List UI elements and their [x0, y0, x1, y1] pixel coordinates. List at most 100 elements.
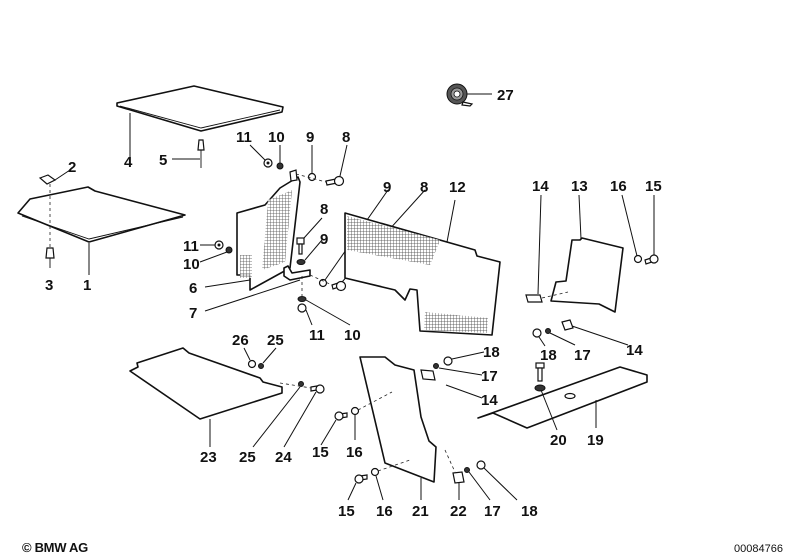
leader-15-center-lower [347, 482, 357, 501]
part-17-lock-washer-lower[interactable] [464, 467, 470, 473]
part-20-bolt-with-washer[interactable] [534, 362, 546, 392]
label-18-lower: 18 [521, 503, 538, 520]
leader-15-center-upper [320, 419, 337, 446]
leader-10-left [199, 251, 228, 263]
part-4-top-cover-panel[interactable] [116, 85, 284, 132]
part-10-lock-washer-left[interactable] [225, 246, 233, 254]
label-16-center-lower: 16 [376, 503, 393, 520]
part-15-screw-center-upper[interactable] [334, 411, 348, 421]
part-9-washer-middle[interactable] [296, 259, 306, 265]
label-15-center-lower: 15 [338, 503, 355, 520]
leader-14-upper [537, 194, 542, 295]
label-12: 12 [449, 179, 466, 196]
part-9-washer-top[interactable] [307, 172, 317, 182]
part-19-cover-plate-bottom[interactable] [477, 366, 648, 429]
label-26: 26 [232, 332, 249, 349]
leader-17-right [549, 332, 576, 346]
leader-18-right [538, 336, 546, 347]
part-7-mounting-angle[interactable] [283, 265, 311, 281]
part-24-screw[interactable] [310, 384, 325, 394]
assembly-line-21-upper [357, 391, 393, 411]
assembly-line-top [295, 173, 327, 183]
label-22: 22 [450, 503, 467, 520]
part-15-screw-right[interactable] [644, 254, 659, 265]
leader-11-bottom [305, 309, 313, 326]
label-24: 24 [275, 449, 292, 466]
leader-14-lower [571, 325, 629, 346]
label-18-center: 18 [483, 344, 500, 361]
part-13-side-panel-right[interactable] [550, 237, 624, 313]
part-25-washer-upper[interactable] [258, 363, 264, 369]
part-14-clip-upper[interactable] [525, 294, 543, 303]
label-14-upper: 14 [532, 178, 549, 195]
part-17-lock-washer-center[interactable] [433, 363, 439, 369]
label-10-bottom: 10 [344, 327, 361, 344]
part-23-floor-panel[interactable] [129, 347, 283, 420]
part-16-washer-center-lower[interactable] [370, 467, 380, 477]
part-25-washer-lower[interactable] [298, 381, 304, 387]
part-22-clip[interactable] [452, 471, 465, 484]
leader-13 [578, 194, 582, 240]
part-3-screw[interactable] [45, 247, 55, 268]
leader-6 [204, 279, 251, 288]
part-14-clip-center[interactable] [420, 369, 436, 381]
part-27-tape-roll[interactable] [446, 83, 474, 107]
part-8-bolt-right[interactable] [331, 280, 347, 292]
part-18-nut-center[interactable] [443, 356, 453, 366]
label-6: 6 [189, 280, 197, 297]
label-11-bottom: 11 [309, 327, 325, 344]
part-16-washer-right[interactable] [633, 254, 643, 264]
part-26-nut[interactable] [247, 359, 257, 369]
assembly-line-24 [279, 382, 312, 389]
leader-18-lower [483, 467, 518, 501]
label-1: 1 [83, 277, 91, 294]
label-19: 19 [587, 432, 604, 449]
leader-20 [540, 389, 558, 431]
leader-8-top [339, 144, 348, 177]
assembly-line-22 [444, 449, 456, 473]
part-12-insulating-panel[interactable] [344, 212, 501, 336]
label-4: 4 [124, 154, 133, 171]
label-8-top: 8 [342, 129, 350, 146]
label-18-right: 18 [540, 347, 557, 364]
label-21: 21 [412, 503, 429, 520]
leader-26 [243, 347, 251, 361]
part-18-nut-lower[interactable] [476, 460, 486, 470]
label-15-right: 15 [645, 178, 662, 195]
part-11-nut-left[interactable] [214, 240, 224, 250]
part-10-lock-washer-top[interactable] [276, 162, 284, 170]
label-8-right: 8 [420, 179, 428, 196]
label-17-right: 17 [574, 347, 591, 364]
label-27: 27 [497, 87, 514, 104]
part-8-bolt-middle[interactable] [296, 237, 305, 255]
leader-16-center-lower [375, 475, 384, 501]
label-13: 13 [571, 178, 588, 195]
leader-17-center [438, 367, 483, 376]
part-17-lock-washer-right[interactable] [545, 328, 551, 334]
leader-24 [283, 391, 317, 448]
part-9-washer-right[interactable] [318, 278, 328, 288]
leader-10-bottom [305, 299, 351, 326]
label-20: 20 [550, 432, 567, 449]
part-16-washer-center-upper[interactable] [350, 406, 360, 416]
leader-9-middle [304, 239, 323, 261]
label-14-center: 14 [481, 392, 498, 409]
part-14-clip-lower[interactable] [561, 319, 574, 331]
part-15-screw-center-lower[interactable] [354, 474, 368, 484]
leader-12 [446, 199, 456, 243]
part-2-clip-nut[interactable] [38, 174, 57, 185]
part-11-nut-bottom[interactable] [297, 303, 307, 313]
part-10-lock-washer-bottom[interactable] [297, 296, 307, 302]
part-1-left-cover-panel[interactable] [17, 186, 186, 243]
part-5-expanding-rivet[interactable] [197, 139, 205, 168]
part-18-nut-right[interactable] [532, 328, 542, 338]
copyright-notice: © BMW AG [22, 540, 88, 555]
label-16-right: 16 [610, 178, 627, 195]
leader-17-lower [468, 471, 491, 501]
label-16-center-upper: 16 [346, 444, 363, 461]
part-21-side-panel-center[interactable] [359, 356, 437, 483]
part-6-bracket-plate[interactable] [236, 169, 301, 291]
leader-8-middle [303, 217, 323, 239]
part-11-nut-top[interactable] [263, 158, 273, 168]
part-8-bolt-top[interactable] [325, 175, 345, 187]
